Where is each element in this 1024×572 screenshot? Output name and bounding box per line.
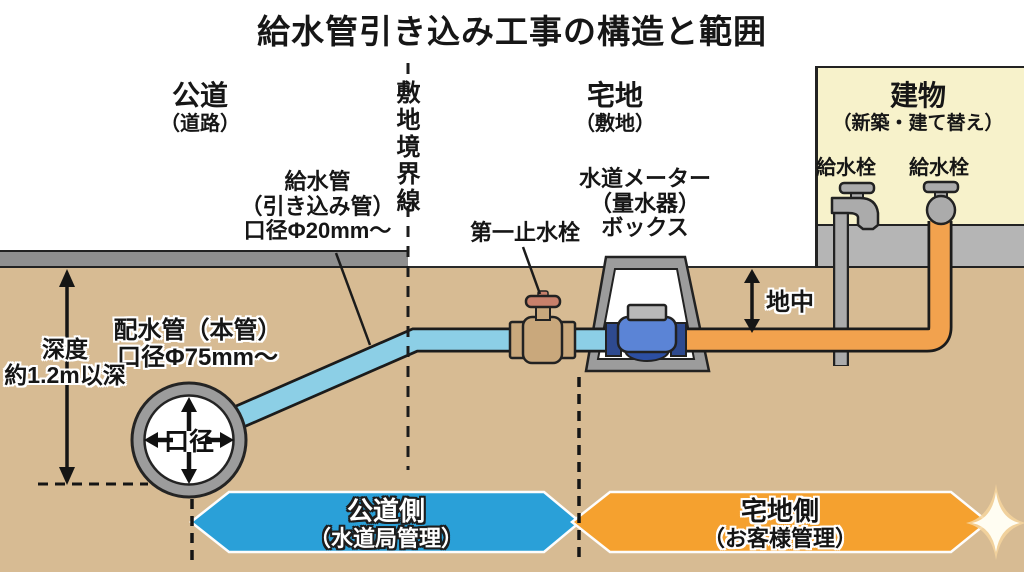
service-pipe-line1: 給水管: [284, 169, 351, 194]
stop-valve-leader-line: [521, 246, 542, 295]
region-lot: 宅地 （敷地）: [545, 80, 685, 136]
distribution-main-circle: 口径: [130, 381, 248, 499]
first-stop-valve: [508, 290, 577, 365]
water-meter: [605, 303, 687, 362]
service-pipe-label: 給水管 （引き込み管） 口径Φ20mm〜: [230, 169, 405, 244]
building-label: 建物: [889, 80, 946, 111]
lot-side-zone-label: 宅地側 （お客様管理）: [630, 496, 930, 552]
road-sublabel: （道路）: [160, 113, 240, 136]
road-asphalt-band: [0, 250, 408, 268]
underground-label: 地中: [766, 289, 814, 316]
lot-side-manager: （お客様管理）: [702, 526, 857, 552]
meter-box-line2: （量水器）: [589, 190, 700, 216]
building-sublabel: （新築・建て替え）: [832, 113, 1004, 135]
depth-label: 深度 約1.2m以深: [0, 336, 130, 389]
sparkle-icon: [966, 484, 1024, 560]
service-pipe-line3: 口径Φ20mm〜: [243, 218, 392, 244]
meter-box-line1: 水道メーター: [578, 166, 711, 191]
road-side-zone-label: 公道側 （水道局管理）: [240, 496, 532, 552]
underground-arrow: [744, 269, 760, 333]
lot-side-name: 宅地側: [740, 496, 819, 526]
region-building: 建物 （新築・建て替え）: [818, 80, 1018, 135]
road-side-name: 公道側: [346, 496, 425, 526]
stop-valve-label: 第一止水栓: [469, 220, 580, 245]
distribution-main-line2: 口径Φ75mm〜: [116, 343, 279, 371]
meter-box-label: 水道メーター （量水器） ボックス: [570, 166, 720, 241]
faucet-right-label: 給水栓: [909, 157, 969, 179]
distribution-main-label: 配水管（本管） 口径Φ75mm〜: [100, 317, 295, 372]
boundary-line-label: 敷地境界線: [392, 79, 419, 215]
depth-line1: 深度: [42, 336, 88, 362]
region-road: 公道 （道路）: [130, 80, 270, 136]
service-pipe-leader-line: [334, 252, 372, 346]
left-faucet: [830, 181, 880, 231]
road-label: 公道: [171, 80, 228, 111]
lot-label: 宅地: [586, 80, 643, 111]
meter-box-line3: ボックス: [601, 215, 689, 241]
building-floor-slab: [815, 224, 1024, 268]
page-title: 給水管引き込み工事の構造と範囲: [257, 13, 767, 50]
distribution-main-line1: 配水管（本管）: [113, 317, 282, 344]
right-faucet: [922, 180, 960, 226]
faucet-left-label: 給水栓: [816, 157, 876, 179]
diameter-arrows-icon: [144, 397, 234, 484]
depth-arrow: [38, 269, 148, 486]
depth-line2: 約1.2m以深: [4, 361, 126, 388]
diameter-label: 口径: [164, 428, 214, 456]
lot-pipe-orange: [674, 221, 953, 353]
road-side-manager: （水道局管理）: [308, 526, 463, 552]
service-pipe-line2: （引き込み管）: [240, 193, 395, 219]
leader-lines: [334, 246, 542, 346]
zone-boundary-dashes: [190, 377, 581, 562]
lot-sublabel: （敷地）: [575, 113, 655, 136]
